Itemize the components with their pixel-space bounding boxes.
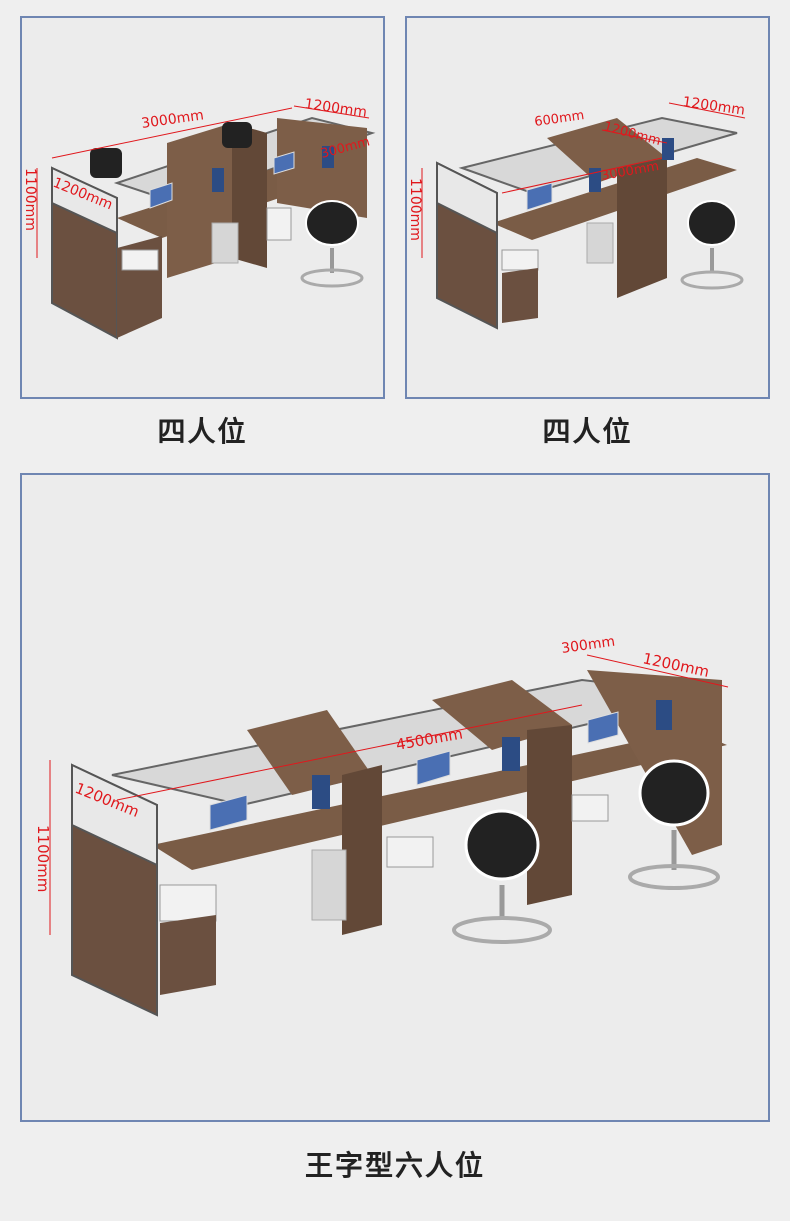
product-image-four-seat-a: 3000mm 1200mm 300mm 1200mm 1100mm [20, 16, 385, 399]
desk-illustration-b: 600mm 1200mm 1200mm 3000mm 1100mm [407, 94, 746, 330]
dim-side-b: 1200mm [681, 94, 746, 119]
product-image-six-seat: 300mm 1200mm 4500mm 1200mm 1100mm [20, 473, 770, 1122]
dim-side-a: 1200mm [303, 96, 368, 121]
caption-four-seat-b: 四人位 [542, 415, 633, 448]
dim-height-b: 1100mm [407, 178, 423, 241]
desk-illustration-a: 3000mm 1200mm 300mm 1200mm 1100mm [22, 96, 376, 340]
product-image-four-seat-b: 600mm 1200mm 1200mm 3000mm 1100mm [405, 16, 770, 399]
dim-shelf-depth-b: 600mm [533, 108, 585, 130]
caption-six-seat: 王字型六人位 [304, 1149, 485, 1182]
dim-height-c: 1100mm [34, 825, 52, 892]
dim-shelf-c: 300mm [560, 634, 616, 657]
desk-illustration-c: 300mm 1200mm 4500mm 1200mm 1100mm [34, 634, 729, 1017]
dim-height-a: 1100mm [22, 168, 38, 231]
caption-four-seat-a: 四人位 [157, 415, 248, 448]
